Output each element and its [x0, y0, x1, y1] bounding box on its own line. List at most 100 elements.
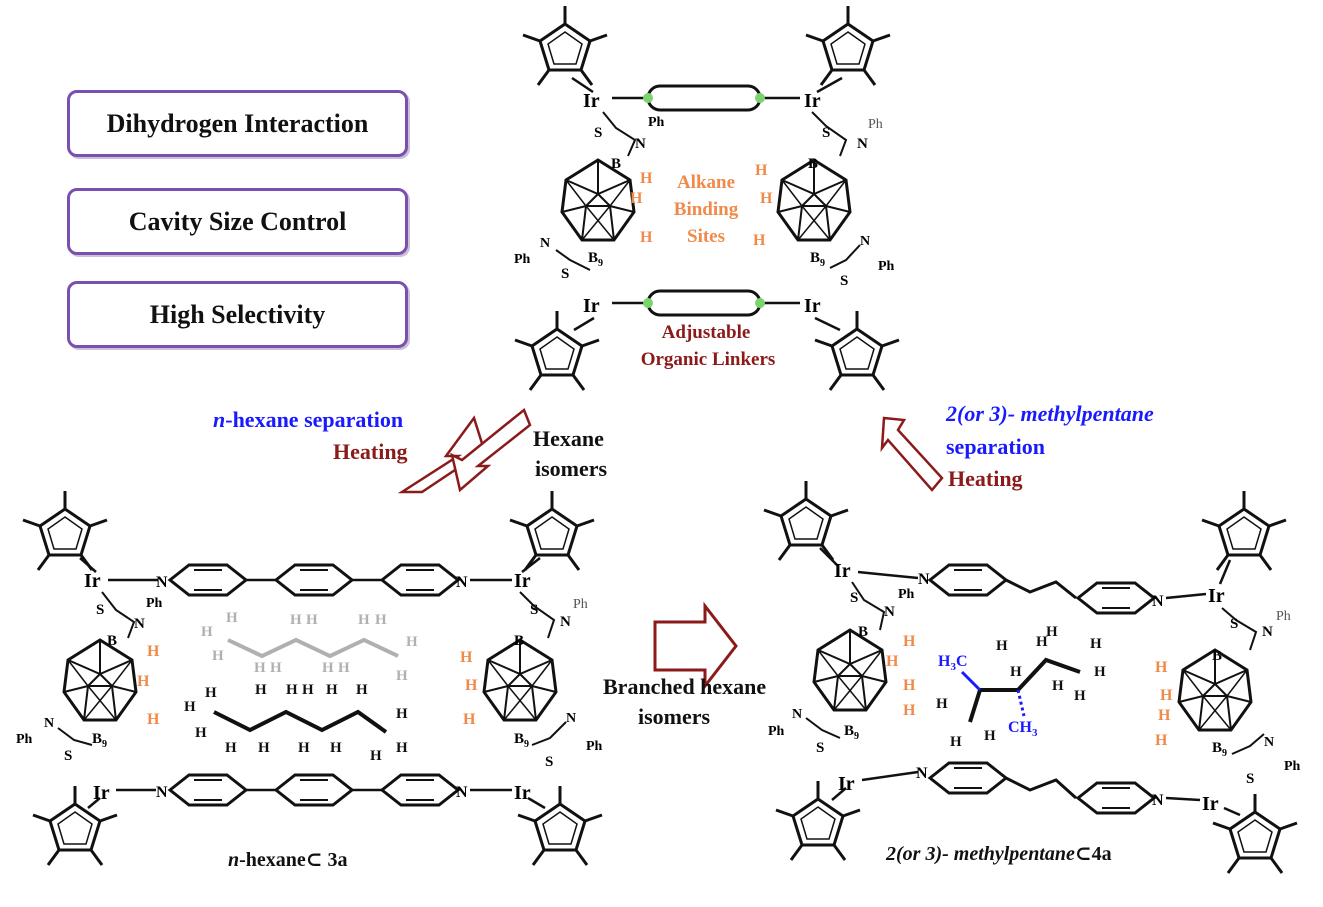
svg-text:H: H: [255, 682, 267, 698]
atom-b9: B9: [844, 723, 859, 742]
hydrogen-orange: H: [147, 643, 160, 660]
svg-text:H: H: [936, 696, 948, 712]
atom-s: S: [594, 125, 602, 141]
methylpentane-molecule: H3C CH3 H H H H H H H H H H H: [936, 624, 1106, 750]
left-arrows: n-hexane separation Heating Hexane isome…: [213, 407, 608, 494]
atom-n: N: [456, 784, 468, 801]
atom-ph: Ph: [878, 259, 895, 274]
svg-text:H: H: [406, 634, 418, 650]
caption-left: n-hexane⊂ 3a: [228, 849, 348, 871]
atom-s: S: [96, 602, 104, 618]
svg-text:H: H: [270, 660, 282, 676]
hydrogen-orange: H: [1160, 687, 1173, 704]
alkane-sites-label: Binding: [674, 199, 739, 220]
left-host-structure: Ir Ir Ir Ir N N N N S N: [16, 489, 604, 871]
ghost-hexane-molecule: H H H H H H H H H H H H H: [201, 610, 418, 684]
atom-n: N: [884, 604, 895, 620]
hexane-isomers-label: isomers: [535, 456, 608, 481]
atom-s: S: [840, 273, 848, 289]
svg-text:H: H: [1036, 634, 1048, 650]
heating-label: Heating: [948, 466, 1023, 491]
svg-text:H: H: [322, 660, 334, 676]
feature-box-cavity: Cavity Size Control: [67, 188, 408, 255]
atom-ph: Ph: [514, 252, 531, 267]
atom-b: B: [1212, 648, 1222, 664]
pyridine-ring: [168, 563, 248, 597]
hydrogen-orange: H: [753, 232, 766, 249]
feature-label: High Selectivity: [149, 299, 326, 329]
svg-text:H: H: [290, 612, 302, 628]
cp-ring-top-left: [521, 4, 609, 87]
svg-text:H: H: [226, 610, 238, 626]
alkane-sites-label: Sites: [687, 226, 725, 247]
atom-b9: B9: [588, 250, 603, 269]
atom-ir: Ir: [804, 90, 821, 112]
atom-s: S: [850, 590, 858, 606]
svg-text:H: H: [1010, 664, 1022, 680]
atom-n: N: [857, 136, 868, 152]
svg-text:H: H: [225, 740, 237, 756]
svg-text:H: H: [396, 740, 408, 756]
svg-text:H: H: [1074, 688, 1086, 704]
carborane-cage-right: [776, 158, 852, 242]
hydrogen-orange: H: [903, 633, 916, 650]
arrow-down-left-process: [450, 407, 532, 493]
hydrogen-orange: H: [463, 711, 476, 728]
atom-b9: B9: [92, 731, 107, 750]
atom-ir: Ir: [84, 570, 101, 592]
hydrogen-orange: H: [903, 677, 916, 694]
hydrogen-orange: H: [1155, 732, 1168, 749]
carborane-cage-left: [560, 158, 636, 242]
svg-text:H: H: [375, 612, 387, 628]
atom-s: S: [561, 266, 569, 282]
cp-ring-right-top-left: [762, 479, 850, 562]
pyridine-ring: [928, 563, 1008, 597]
atom-ir: Ir: [804, 295, 821, 317]
atom-n: N: [456, 574, 468, 591]
atom-ir: Ir: [514, 570, 531, 592]
svg-text:H: H: [298, 740, 310, 756]
linkers-label: Adjustable: [662, 322, 751, 343]
heating-label: Heating: [333, 439, 408, 464]
atom-ir: Ir: [93, 782, 110, 804]
svg-text:H: H: [330, 740, 342, 756]
svg-text:H: H: [306, 612, 318, 628]
carborane-cage-right: [482, 638, 558, 722]
hexane-isomers-label: Hexane: [533, 426, 604, 451]
methylpentane-separation-label: separation: [946, 434, 1045, 459]
svg-text:H: H: [201, 624, 213, 640]
svg-text:H: H: [1090, 636, 1102, 652]
svg-text:H: H: [258, 740, 270, 756]
atom-n: N: [1262, 624, 1273, 640]
hydrogen-orange: H: [137, 673, 150, 690]
atom-ir: Ir: [1202, 793, 1219, 815]
hydrogen-orange: H: [886, 653, 899, 670]
svg-text:H: H: [338, 660, 350, 676]
hydrogen-orange: H: [460, 649, 473, 666]
hydrogen-orange: H: [640, 229, 653, 246]
cp-ring-left-top-right: [508, 489, 596, 572]
alkane-sites-label: Alkane: [677, 172, 735, 193]
atom-b: B: [514, 633, 524, 649]
atom-b9: B9: [1212, 740, 1227, 759]
benzene-ring: [274, 773, 354, 807]
atom-ph: Ph: [1284, 759, 1301, 774]
feature-label: Dihydrogen Interaction: [106, 108, 369, 138]
atom-ph: Ph: [1276, 609, 1291, 624]
atom-s: S: [530, 602, 538, 618]
atom-s: S: [816, 740, 824, 756]
atom-n: N: [1264, 735, 1274, 750]
middle-arrow: Branched hexane isomers: [603, 601, 766, 729]
pyridine-ring: [168, 773, 248, 807]
hydrogen-orange: H: [1158, 707, 1171, 724]
svg-text:H: H: [984, 728, 996, 744]
methylpentane-separation-label: 2(or 3)- methylpentane: [945, 401, 1154, 426]
atom-n: N: [860, 234, 870, 249]
svg-text:H: H: [212, 648, 224, 664]
ch3-label: CH3: [1008, 719, 1038, 739]
cp-ring-top-right: [804, 4, 892, 87]
atom-ph: Ph: [16, 732, 33, 747]
hydrogen-orange: H: [630, 190, 643, 207]
cp-ring-right-top-right: [1200, 489, 1288, 572]
atom-ir: Ir: [514, 782, 531, 804]
